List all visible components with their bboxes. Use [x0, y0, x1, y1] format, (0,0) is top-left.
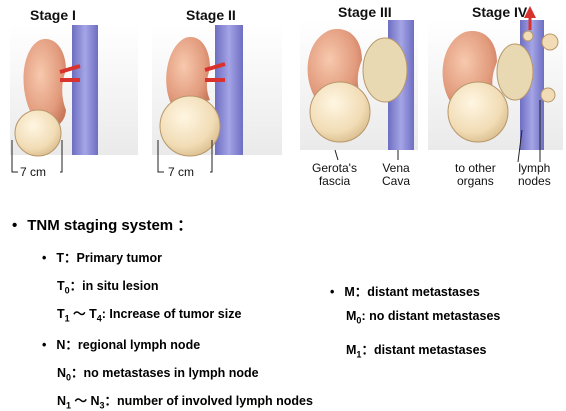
organs-label-line1: to other	[455, 161, 496, 175]
bullet-icon: •	[12, 217, 18, 234]
n0-line: N0：no metastases in lymph node	[57, 362, 259, 383]
n-heading: • N：regional lymph node	[42, 334, 200, 353]
m1-line: M1：distant metastases	[346, 339, 487, 360]
bullet-icon: •	[42, 251, 47, 265]
gerota-fascia-label: Gerota's fascia	[312, 162, 357, 188]
stage-2-figure	[152, 25, 282, 173]
m0-subscript: 0	[356, 315, 362, 326]
vena-label-line2: Cava	[382, 174, 411, 188]
bullet-icon: •	[330, 285, 335, 299]
n1-mid: ～ N	[71, 394, 100, 408]
t0-line: T0：in situ lesion	[57, 275, 159, 296]
stage-2-title: Stage II	[186, 7, 236, 23]
t1-mid: ～ T	[69, 307, 97, 321]
t1-text: : Increase of tumor size	[101, 307, 242, 321]
gerota-label-line1: Gerota's	[312, 161, 357, 175]
m1-text: ：distant metastases	[361, 343, 487, 357]
m1-subscript: 1	[356, 349, 362, 360]
lymph-label-line2: nodes	[518, 174, 551, 188]
t1-t4-line: T1 ～ T4: Increase of tumor size	[57, 303, 241, 324]
lymph-nodes-label: lymph nodes	[518, 162, 551, 188]
t0-subscript: 0	[64, 285, 70, 296]
n0-subscript: 0	[66, 372, 72, 383]
stage-3-figure	[300, 20, 418, 161]
vena-label-line1: Vena	[382, 161, 410, 175]
lymph-label-line1: lymph	[518, 161, 551, 175]
n0-text: ：no metastases in lymph node	[71, 366, 259, 380]
organs-label-line2: organs	[457, 174, 494, 188]
n1-n3-line: N1 ～ N3：number of involved lymph nodes	[57, 390, 313, 411]
stage-3-title: Stage III	[338, 4, 392, 20]
m0-text: : no distant metastases	[361, 309, 501, 323]
stage-4-figure	[428, 6, 563, 163]
m0-symbol: M	[346, 309, 357, 323]
m-heading-text: M：distant metastases	[344, 285, 480, 299]
n3-subscript: 3	[99, 400, 105, 411]
n1-text: ：number of involved lymph nodes	[104, 394, 313, 408]
stage-4-title: Stage IV	[472, 4, 528, 20]
gerota-label-line2: fascia	[318, 174, 351, 188]
kidney-stages-illustration	[10, 6, 563, 173]
t-heading: • T：Primary tumor	[42, 247, 162, 266]
stage-2-size-label: 7 cm	[168, 165, 195, 179]
other-organs-label: to other organs	[455, 162, 496, 188]
stage-1-title: Stage I	[30, 7, 76, 23]
t0-text: ：in situ lesion	[69, 279, 159, 293]
n0-symbol: N	[57, 366, 67, 380]
t4-subscript: 4	[96, 313, 102, 324]
vena-cava-label: Vena Cava	[382, 162, 410, 188]
bullet-icon: •	[42, 338, 47, 352]
tnm-heading: • TNM staging system ：	[12, 214, 192, 235]
t1-symbol: T	[57, 307, 65, 321]
m0-line: M0: no distant metastases	[346, 309, 500, 326]
stage-1-figure	[10, 25, 138, 173]
n1-subscript: 1	[66, 400, 72, 411]
n1-symbol: N	[57, 394, 67, 408]
stage-1-size-label: 7 cm	[20, 165, 47, 179]
t1-subscript: 1	[64, 313, 70, 324]
tnm-heading-text: TNM staging system ：	[27, 217, 193, 234]
m-heading: • M：distant metastases	[330, 281, 480, 300]
m1-symbol: M	[346, 343, 357, 357]
n-heading-text: N：regional lymph node	[56, 338, 201, 352]
t0-symbol: T	[57, 279, 65, 293]
t-heading-text: T：Primary tumor	[56, 251, 162, 265]
